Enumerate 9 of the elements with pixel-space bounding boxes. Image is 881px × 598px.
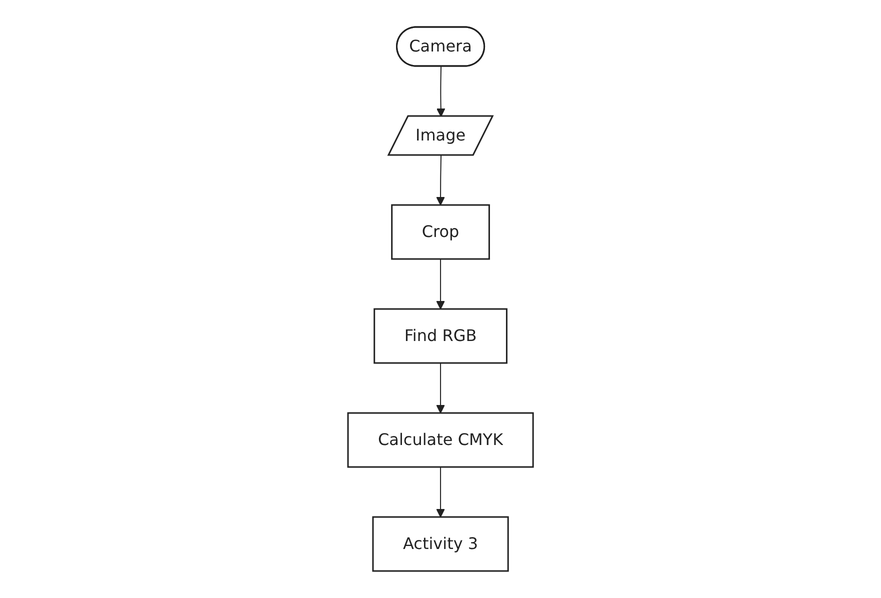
- arrow: [436, 466, 445, 518]
- node-box: Crop: [391, 204, 490, 260]
- node-box: Activity 3: [372, 516, 509, 572]
- arrow: [436, 155, 445, 206]
- node-box: Calculate CMYK: [347, 412, 534, 468]
- arrow: [436, 258, 445, 310]
- arrow: [436, 362, 445, 414]
- node-box: Find RGB: [374, 308, 508, 364]
- arrow: [436, 66, 446, 117]
